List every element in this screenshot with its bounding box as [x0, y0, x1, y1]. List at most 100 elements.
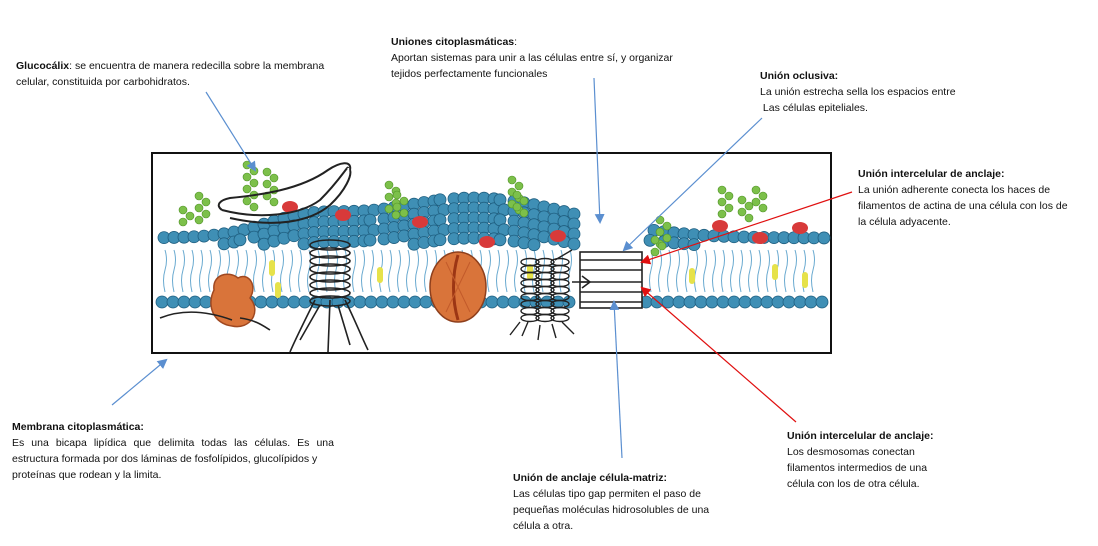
carbohydrate-bead	[269, 173, 279, 183]
cholesterol-molecules	[269, 260, 808, 298]
carbohydrate-bead	[744, 201, 754, 211]
carbohydrate-bead	[717, 209, 727, 219]
label-matriz-title: Unión de anclaje célula-matriz:	[513, 472, 668, 484]
phospholipid-head	[188, 295, 202, 309]
carbohydrate-bead	[717, 185, 727, 195]
carbohydrate-bead	[249, 178, 259, 188]
carbohydrate-bead	[201, 197, 211, 207]
phospholipid-head	[815, 295, 829, 309]
cholesterol	[772, 264, 778, 280]
phospholipid-head	[375, 295, 389, 309]
carbohydrate-bead	[262, 179, 272, 189]
glycoprotein-ribbon	[217, 162, 352, 224]
phospholipid-head	[496, 295, 510, 309]
carbohydrate-bead	[758, 203, 768, 213]
carbohydrate-bead	[751, 197, 761, 207]
transmembrane-protein-channel	[429, 251, 487, 323]
phospholipid-head	[749, 295, 763, 309]
carbohydrate-bead	[724, 203, 734, 213]
phospholipid-head	[793, 295, 807, 309]
carbohydrate-bead	[507, 175, 517, 185]
cholesterol	[689, 268, 695, 284]
membrane-protein-red	[712, 220, 728, 232]
cholesterol	[377, 267, 383, 283]
phospholipid-head	[298, 295, 312, 309]
label-matriz-line2: pequeñas moléculas hidrosolubles de una	[513, 504, 710, 516]
cholesterol	[802, 272, 808, 288]
label-union-oclusiva: Unión oclusiva: La unión estrecha sella …	[760, 68, 990, 116]
carbohydrate-bead	[724, 191, 734, 201]
label-oclusiva-title: Unión oclusiva:	[760, 70, 839, 82]
carbohydrate-bead	[650, 247, 660, 257]
phospholipid-head	[433, 233, 447, 247]
label-glucocalix-line2: celular, constituida por carbohidratos.	[16, 76, 190, 88]
carbohydrate-bead	[242, 172, 252, 182]
label-membrana-line1: Es una bicapa lipídica que delimita toda…	[12, 437, 334, 449]
phospholipid-head	[493, 233, 507, 247]
phospholipid-head	[363, 233, 377, 247]
cholesterol	[275, 282, 281, 298]
label-anclaje-bottom-line3: célula con los de otra célula.	[787, 478, 920, 490]
label-union-celula-matriz: Unión de anclaje célula-matriz: Las célu…	[513, 470, 743, 534]
phospholipid-head	[567, 237, 581, 251]
phospholipid-head	[265, 295, 279, 309]
membrane-protein-red	[335, 209, 351, 221]
phospholipid-head	[166, 295, 180, 309]
carbohydrate-bead	[657, 241, 667, 251]
carbohydrate-bead	[655, 215, 665, 225]
carbohydrate-bead	[519, 208, 529, 218]
glycocalyx-chains	[178, 160, 768, 257]
phospholipid-head	[771, 295, 785, 309]
label-glucocalix: Glucocálix: se encuentra de manera redec…	[16, 58, 346, 90]
label-anclaje-bottom-title: Unión intercelular de anclaje:	[787, 430, 934, 442]
carbohydrate-bead	[392, 190, 402, 200]
phospholipid-head	[419, 295, 433, 309]
carbohydrate-bead	[744, 213, 754, 223]
label-anclaje-top-line3: la célula adyacente.	[858, 216, 951, 228]
transmembrane-protein-left	[210, 273, 256, 328]
membrane-protein-red	[412, 216, 428, 228]
phospholipid-head	[254, 295, 268, 309]
pointer-arrows	[111, 77, 853, 459]
carbohydrate-bead	[662, 233, 672, 243]
phospholipid-head	[233, 233, 247, 247]
phospholipid-head	[408, 295, 422, 309]
label-matriz-line1: Las células tipo gap permiten el paso de	[513, 488, 701, 500]
phospholipid-head	[397, 295, 411, 309]
carbohydrate-bead	[194, 215, 204, 225]
carbohydrate-bead	[384, 180, 394, 190]
phospholipid-head	[507, 295, 521, 309]
label-anclaje-top-line1: La unión adherente conecta los haces de	[858, 184, 1051, 196]
label-anclaje-bottom-line2: filamentos intermedios de una	[787, 462, 928, 474]
label-oclusiva-line2: Las células epiteliales.	[760, 102, 868, 114]
carbohydrate-bead	[737, 207, 747, 217]
label-glucocalix-title: Glucocálix	[16, 60, 70, 72]
phospholipid-head	[386, 295, 400, 309]
label-uniones-line2: tejidos perfectamente funcionales	[391, 68, 548, 80]
label-membrana-citoplasmatica: Membrana citoplasmática: Es una bicapa l…	[12, 419, 334, 483]
phospholipid-head	[694, 295, 708, 309]
carbohydrate-bead	[399, 208, 409, 218]
junction-block	[572, 251, 643, 309]
membrane-protein-red	[550, 230, 566, 242]
carbohydrate-bead	[751, 185, 761, 195]
membrane-protein-red	[282, 201, 298, 213]
carbohydrate-bead	[717, 197, 727, 207]
phospholipid-head	[782, 295, 796, 309]
label-membrana-title: Membrana citoplasmática:	[12, 421, 144, 433]
label-uniones-citoplasmaticas: Uniones citoplasmáticas: Aportan sistema…	[391, 34, 711, 82]
carbohydrate-bead	[249, 202, 259, 212]
label-membrana-line2: estructura formada por dos láminas de fo…	[12, 453, 318, 465]
label-anclaje-bottom-line1: Los desmosomas conectan	[787, 446, 915, 458]
coiled-protein	[159, 239, 369, 353]
label-membrana-line3: proteínas que rodean y la limita.	[12, 469, 162, 481]
label-uniones-title: Uniones citoplasmáticas	[391, 36, 515, 48]
carbohydrate-bead	[650, 235, 660, 245]
label-uniones-line1: Aportan sistemas para unir a las células…	[391, 52, 673, 64]
carbohydrate-bead	[194, 203, 204, 213]
phospholipid-head	[738, 295, 752, 309]
carbohydrate-bead	[512, 202, 522, 212]
carbohydrate-bead	[242, 196, 252, 206]
